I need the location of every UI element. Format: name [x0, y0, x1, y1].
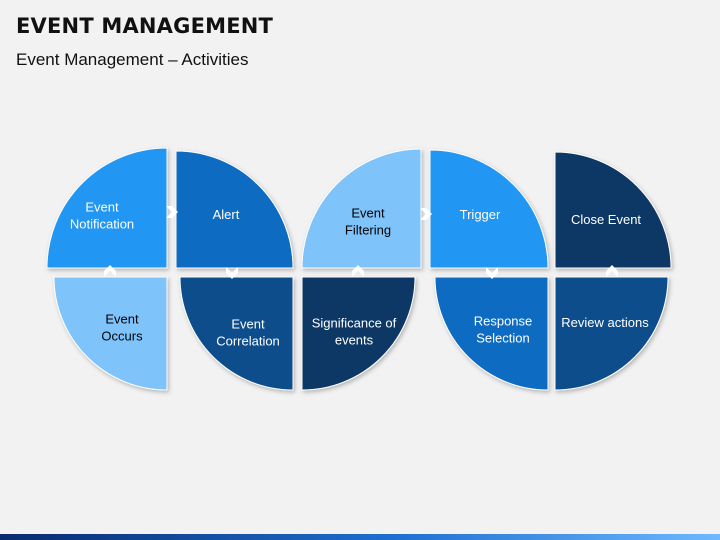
activity-segment-alert [175, 150, 294, 269]
chevron-up-icon [606, 265, 618, 277]
chevron-up-icon [352, 265, 364, 277]
chevron-up-icon [104, 265, 116, 277]
activity-segment-event-notification [46, 147, 168, 269]
activity-segment-event-correlation [179, 276, 294, 391]
activity-segment-close-event [554, 151, 672, 269]
chevron-right-icon [420, 208, 432, 220]
page-subtitle: Event Management – Activities [16, 50, 249, 69]
activity-label-close-event: Close Event [571, 212, 641, 227]
chevron-down-icon [486, 267, 498, 279]
activity-label-alert: Alert [213, 207, 240, 222]
activity-segment-response-selection [434, 276, 549, 391]
chevron-down-icon [226, 267, 238, 279]
chevron-right-icon [166, 206, 178, 218]
activity-segment-event-filtering [301, 148, 422, 269]
activity-segment-event-occurs [53, 276, 168, 391]
activity-label-review-actions: Review actions [561, 315, 649, 330]
activity-label-trigger: Trigger [460, 207, 501, 222]
page-title: EVENT MANAGEMENT [16, 14, 274, 38]
bottom-accent-bar [0, 534, 720, 540]
activity-segment-significance-of-events [301, 276, 416, 391]
activity-segment-trigger [429, 149, 549, 269]
activity-segment-review-actions [554, 276, 669, 391]
